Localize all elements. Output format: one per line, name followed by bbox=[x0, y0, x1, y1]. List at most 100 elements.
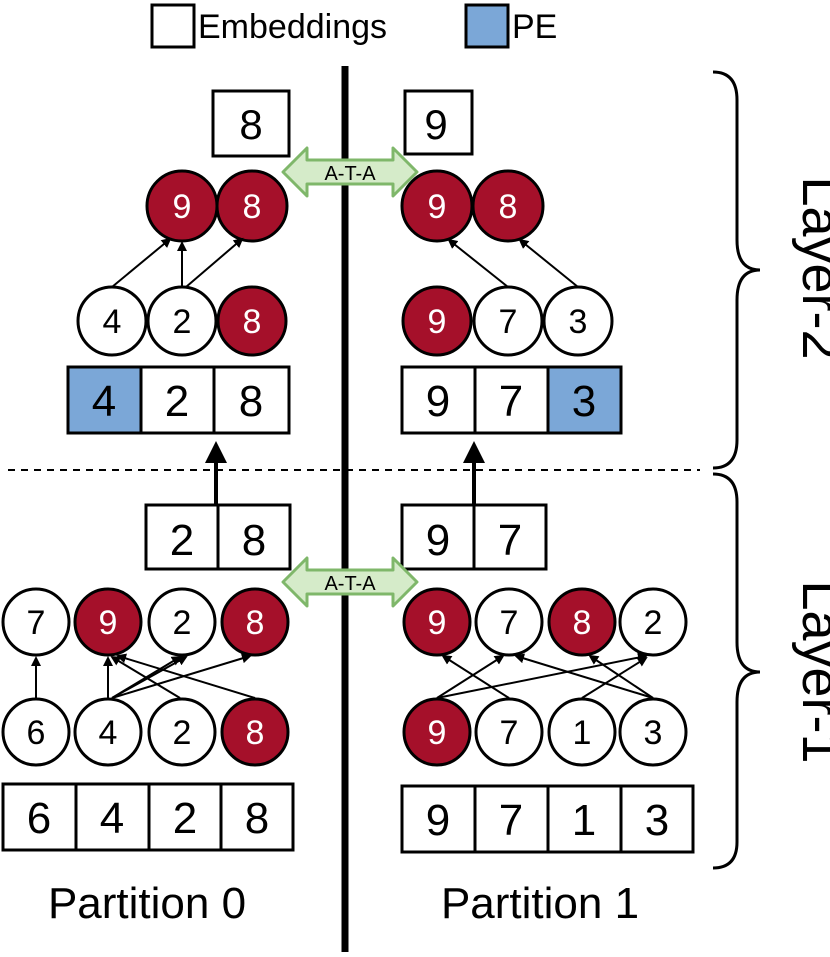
layer-2-brace bbox=[712, 70, 761, 470]
p1-l1-output-cell: 7 bbox=[472, 503, 548, 571]
p1-l1-input-cell: 7 bbox=[473, 784, 550, 854]
layer-2-label: Layer-2 bbox=[791, 176, 830, 359]
p0-l1-input-cell: 6 bbox=[1, 782, 78, 852]
svg-text:9: 9 bbox=[173, 188, 192, 226]
p0-l1-edge bbox=[110, 655, 181, 699]
legend: Embeddings PE bbox=[150, 3, 557, 49]
p0-l1-agg-node: 8 bbox=[220, 587, 290, 657]
legend-pe-swatch bbox=[464, 3, 510, 49]
svg-text:9: 9 bbox=[428, 604, 447, 642]
partition-0: 8 9 8 4 2 8 4 bbox=[1, 89, 295, 928]
legend-embeddings-label: Embeddings bbox=[198, 8, 387, 46]
svg-text:8: 8 bbox=[246, 604, 265, 642]
ata-exchange-layer-1: A-T-A bbox=[281, 556, 419, 608]
p1-l1-agg-node: 8 bbox=[547, 587, 617, 657]
p0-l2-node: 4 bbox=[76, 285, 148, 357]
p1-l2-input-cell: 3 bbox=[546, 365, 623, 435]
layer-1-label: Layer-1 bbox=[791, 580, 830, 763]
svg-text:7: 7 bbox=[27, 604, 46, 642]
p0-l1-node: 6 bbox=[1, 697, 71, 767]
layer-1-brace bbox=[712, 472, 761, 870]
partition-0-label: Partition 0 bbox=[48, 879, 246, 928]
svg-text:2: 2 bbox=[173, 303, 192, 341]
p0-l2-agg-node: 8 bbox=[215, 169, 289, 243]
p0-l2-edge bbox=[111, 237, 172, 288]
svg-text:4: 4 bbox=[103, 303, 122, 341]
svg-text:8: 8 bbox=[246, 714, 265, 752]
p0-l1-output-cell: 8 bbox=[216, 503, 292, 571]
svg-text:9: 9 bbox=[424, 101, 447, 148]
svg-text:2: 2 bbox=[173, 714, 192, 752]
p0-l2-input-cell: 8 bbox=[212, 365, 291, 435]
svg-text:4: 4 bbox=[92, 377, 116, 426]
p1-l1-edge bbox=[514, 653, 654, 699]
p1-l1-node: 1 bbox=[547, 697, 617, 767]
svg-text:8: 8 bbox=[243, 303, 262, 341]
p1-l2-input-cell: 9 bbox=[400, 365, 477, 435]
p1-l1-node: 7 bbox=[474, 697, 544, 767]
ata-exchange-layer-2: A-T-A bbox=[281, 146, 419, 198]
p1-l2-edge bbox=[447, 238, 509, 288]
p1-l1-edge bbox=[588, 654, 654, 699]
p1-l2-edge bbox=[518, 238, 579, 288]
svg-text:4: 4 bbox=[99, 714, 118, 752]
svg-text:4: 4 bbox=[100, 794, 124, 843]
partition-1-label: Partition 1 bbox=[441, 879, 639, 928]
svg-text:8: 8 bbox=[499, 188, 518, 226]
legend-embeddings-swatch bbox=[150, 3, 196, 49]
svg-text:9: 9 bbox=[426, 796, 450, 845]
p0-l1-edge bbox=[111, 656, 188, 699]
p0-l2-node: 8 bbox=[216, 285, 288, 357]
svg-text:1: 1 bbox=[572, 796, 596, 845]
p1-l2-agg-node: 9 bbox=[400, 169, 474, 243]
p0-l1-node: 4 bbox=[73, 697, 143, 767]
svg-text:8: 8 bbox=[245, 794, 269, 843]
p0-l1-agg-node: 7 bbox=[1, 587, 71, 657]
ata-label: A-T-A bbox=[324, 163, 376, 185]
ata-double-arrow-icon bbox=[281, 556, 419, 608]
p1-l2-node: 7 bbox=[472, 285, 544, 357]
svg-text:6: 6 bbox=[27, 794, 51, 843]
p1-l1-input-cell: 3 bbox=[619, 784, 695, 854]
svg-text:3: 3 bbox=[572, 377, 596, 426]
p1-l1-edge bbox=[436, 654, 505, 699]
p1-l2-input-cell: 7 bbox=[473, 365, 550, 435]
svg-text:9: 9 bbox=[428, 714, 447, 752]
p1-l1-node: 3 bbox=[618, 697, 688, 767]
p1-l1-agg-node: 2 bbox=[618, 587, 688, 657]
svg-text:2: 2 bbox=[644, 604, 663, 642]
p0-l2-agg-node: 9 bbox=[145, 169, 219, 243]
p0-l1-edge bbox=[116, 653, 256, 699]
p1-l1-edge bbox=[441, 654, 510, 699]
ata-double-arrow-icon bbox=[281, 146, 419, 198]
p0-l1-node: 8 bbox=[220, 697, 290, 767]
p1-l1-agg-node: 9 bbox=[402, 587, 472, 657]
svg-text:3: 3 bbox=[645, 796, 669, 845]
p0-l1-input-cell: 2 bbox=[147, 782, 223, 852]
svg-text:9: 9 bbox=[99, 604, 118, 642]
svg-text:6: 6 bbox=[27, 714, 46, 752]
p0-l1-edge bbox=[111, 653, 252, 699]
p1-l2-node: 9 bbox=[401, 285, 473, 357]
svg-text:8: 8 bbox=[242, 516, 266, 565]
ata-label: A-T-A bbox=[324, 573, 376, 595]
svg-text:7: 7 bbox=[499, 377, 523, 426]
svg-text:8: 8 bbox=[239, 377, 263, 426]
p1-l2-agg-node: 8 bbox=[471, 169, 545, 243]
svg-text:2: 2 bbox=[173, 604, 192, 642]
svg-text:8: 8 bbox=[573, 604, 592, 642]
p0-l2-input-cell: 4 bbox=[66, 365, 143, 435]
svg-text:3: 3 bbox=[644, 714, 663, 752]
p1-l1-edge bbox=[436, 652, 648, 699]
p0-l2-input-cell: 2 bbox=[139, 365, 216, 435]
svg-text:1: 1 bbox=[573, 714, 592, 752]
p1-l1-agg-node: 7 bbox=[474, 587, 544, 657]
p0-l1-node: 2 bbox=[147, 697, 217, 767]
svg-text:8: 8 bbox=[243, 188, 262, 226]
partition-1: 9 9 8 9 7 3 9 7 bbox=[400, 89, 695, 928]
p1-l1-edge bbox=[581, 656, 648, 699]
svg-text:2: 2 bbox=[165, 377, 189, 426]
svg-text:9: 9 bbox=[428, 188, 447, 226]
p1-l2-node: 3 bbox=[542, 285, 614, 357]
